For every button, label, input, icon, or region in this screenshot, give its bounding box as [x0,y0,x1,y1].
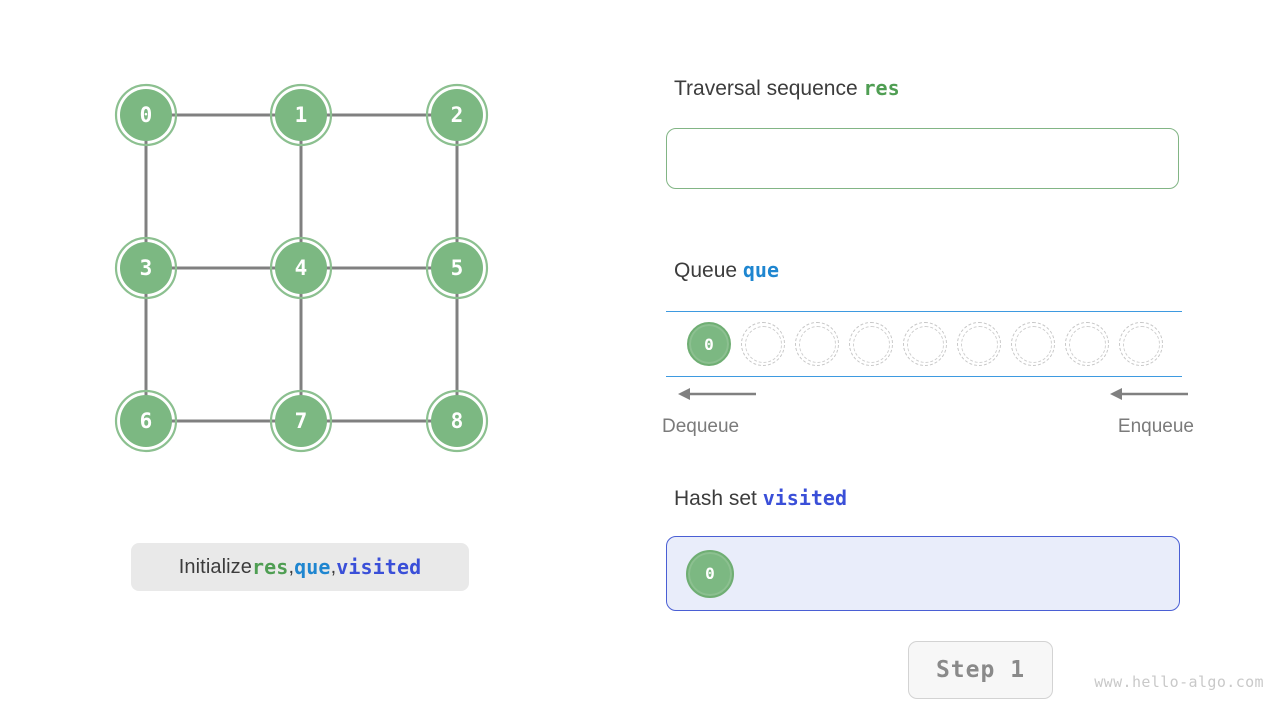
visited-title-variable: visited [762,486,848,510]
caption-prefix: Initialize [178,555,253,578]
graph-node-ring [425,83,489,147]
graph-node-ring [114,83,178,147]
queue-slot-empty [849,322,893,366]
enqueue-arrow-icon [1110,388,1188,400]
res-title-variable: res [863,76,900,100]
queue-container: 0 [666,311,1182,377]
enqueue-label: Enqueue [1117,416,1194,437]
visited-item: 0 [686,549,734,598]
dequeue-arrow-icon [678,388,756,400]
graph-node-ring [114,389,178,453]
queue-slot-empty [957,322,1001,366]
caption-token-que: que [294,555,331,579]
visited-section-title: Hash set visited [674,486,847,511]
caption-separator-2: , [330,555,337,578]
graph-node-2[interactable] [431,89,483,141]
graph-node-6[interactable] [120,395,172,447]
visited-container: 0 [666,536,1180,611]
res-container [666,128,1179,189]
graph-node-ring [269,389,333,453]
graph-node-3[interactable] [120,242,172,294]
caption-token-visited: visited [336,555,422,579]
queue-section-title: Queue que [674,258,779,283]
queue-slot-filled: 0 [687,322,731,366]
queue-title-prefix: Queue [674,259,743,282]
queue-arrow-row [660,382,1190,408]
graph-node-1[interactable] [275,89,327,141]
queue-slot-empty [1011,322,1055,366]
queue-slot-empty [1119,322,1163,366]
step-badge: Step 1 [908,641,1053,699]
caption-token-res: res [252,555,289,579]
watermark: www.hello-algo.com [1094,673,1264,691]
graph-node-8[interactable] [431,395,483,447]
graph-node-ring [269,83,333,147]
graph-node-4[interactable] [275,242,327,294]
res-title-prefix: Traversal sequence [674,77,864,100]
graph-node-ring [114,236,178,300]
graph-node-5[interactable] [431,242,483,294]
visited-title-prefix: Hash set [674,487,763,510]
graph-node-ring [425,236,489,300]
right-panel: Traversal sequence res Queue que 0 Deque… [660,0,1220,720]
queue-slot-empty [795,322,839,366]
queue-slot-empty [1065,322,1109,366]
graph-node-ring [425,389,489,453]
res-section-title: Traversal sequence res [674,76,900,101]
caption-separator-1: , [288,555,295,578]
graph-node-7[interactable] [275,395,327,447]
queue-slot-empty [903,322,947,366]
queue-slot-empty [741,322,785,366]
graph-node-ring [269,236,333,300]
dequeue-label: Dequeue [662,416,740,437]
graph-node-0[interactable] [120,89,172,141]
caption-pill: Initialize res, que, visited [131,543,469,591]
graph-canvas [114,83,489,453]
queue-title-variable: que [742,258,780,282]
